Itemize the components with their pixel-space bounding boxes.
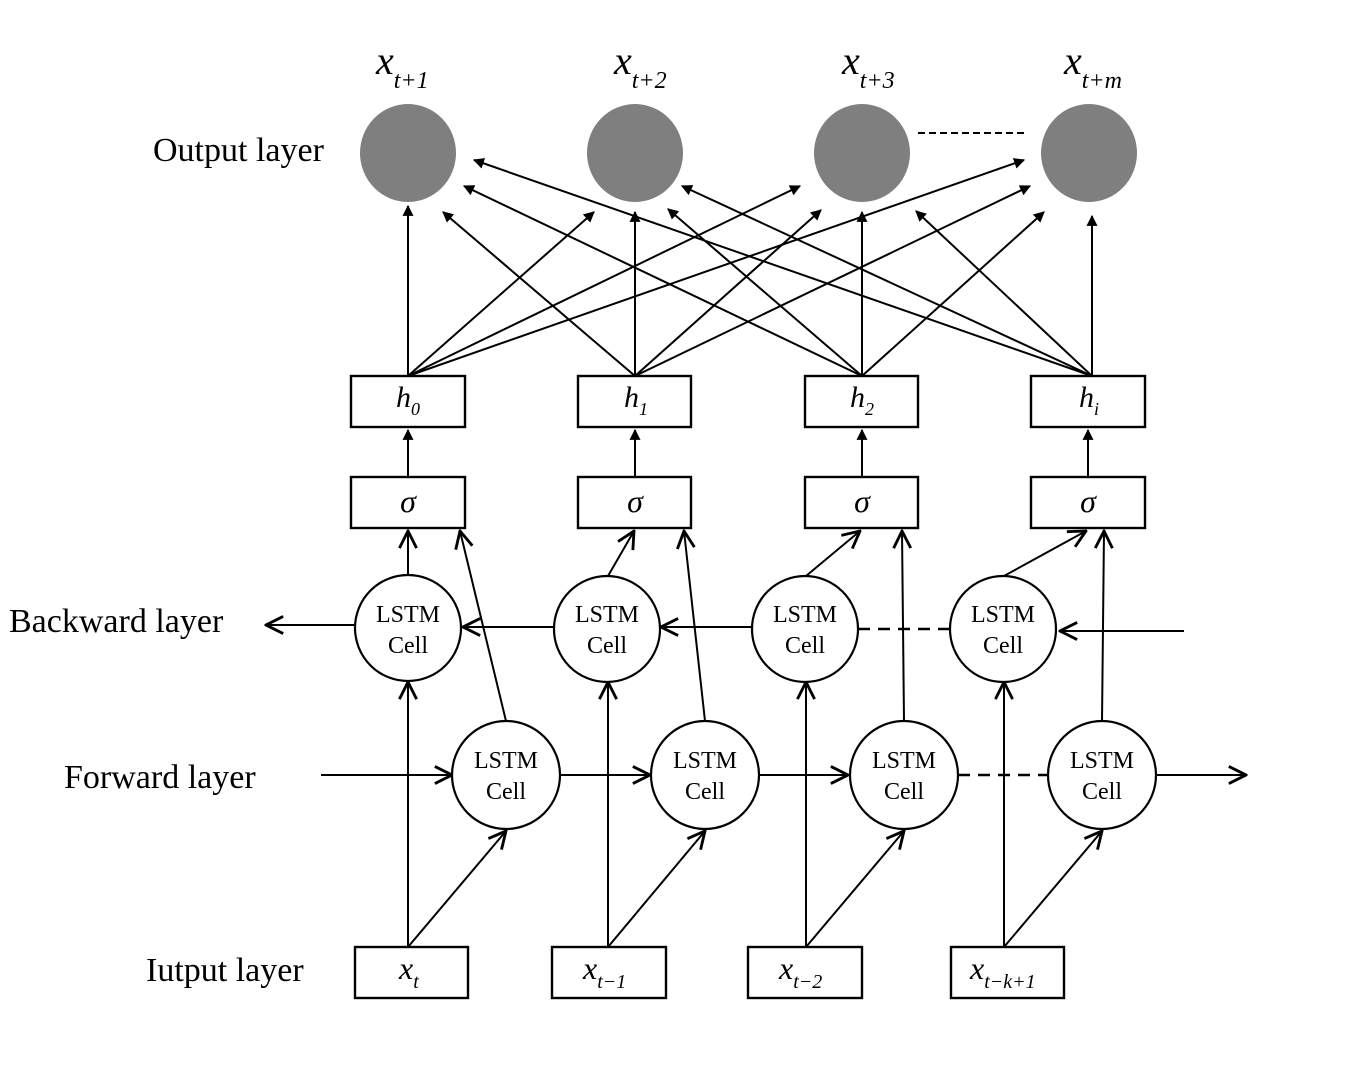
output-node-3 [814, 104, 910, 202]
sigma-label-i: σ [1080, 483, 1097, 519]
sigma-box-2 [803, 475, 920, 530]
backward-cell-2-line1: LSTM [575, 602, 639, 628]
forward-cell-3-line1: LSTM [872, 748, 936, 774]
input-box-k [949, 945, 1066, 1000]
sigma-label-0: σ [400, 483, 417, 519]
backward-cell-2-line2: Cell [587, 633, 627, 659]
hidden-label-2-sub: 2 [865, 399, 874, 419]
sigma-to-hidden-arrows [402, 428, 1094, 477]
hidden-label-1-sub: 1 [639, 399, 648, 419]
input-to-cell-arrows [408, 682, 1102, 948]
hidden-label-1: h1 [624, 381, 648, 419]
backward-cell-1: LSTM Cell [353, 573, 463, 683]
forward-cell-4-line2: Cell [1082, 779, 1122, 805]
forward-cell-1-line1: LSTM [474, 748, 538, 774]
forward-cell-2-line2: Cell [685, 779, 725, 805]
output-node-m [1041, 104, 1137, 202]
output-label-m-base: x [1063, 38, 1082, 83]
input-label-2: xt−2 [778, 950, 822, 993]
hidden-label-1-base: h [624, 381, 639, 414]
forward-cell-1-line2: Cell [486, 779, 526, 805]
input-label-2-base: x [778, 950, 793, 986]
backward-cell-3-line1: LSTM [773, 602, 837, 628]
forward-cell-4: LSTM Cell [1046, 719, 1158, 831]
hidden-label-i-sub: i [1094, 399, 1099, 419]
output-node-1 [360, 104, 456, 202]
backward-cell-2: LSTM Cell [552, 574, 662, 684]
backward-cell-3: LSTM Cell [750, 574, 860, 684]
output-label-3-sub: t+3 [860, 68, 895, 94]
backward-cell-4: LSTM Cell [948, 574, 1058, 684]
hidden-box-0 [349, 374, 467, 429]
hidden-label-0-sub: 0 [411, 399, 420, 419]
forward-cell-2-line1: LSTM [673, 748, 737, 774]
hidden-box-2 [803, 374, 920, 429]
hidden-label-0-base: h [396, 381, 411, 414]
output-label-m: xt+m [1063, 38, 1122, 94]
output-label-1-sub: t+1 [394, 68, 429, 94]
input-label-k: xt−k+1 [969, 950, 1036, 993]
input-box-2 [746, 945, 864, 1000]
backward-cell-3-line2: Cell [785, 633, 825, 659]
output-label-3-base: x [841, 38, 860, 83]
input-box-1 [550, 945, 668, 1000]
hidden-label-2-base: h [850, 381, 865, 414]
hidden-label-i-base: h [1079, 381, 1094, 414]
forward-cell-1: LSTM Cell [450, 719, 562, 831]
sigma-box-i [1029, 475, 1147, 530]
output-label-2: xt+2 [613, 38, 667, 94]
input-label-0-base: x [398, 950, 413, 986]
backward-flow-arrows [266, 625, 1184, 631]
backward-cell-1-line1: LSTM [376, 602, 440, 628]
forward-cell-3-line2: Cell [884, 779, 924, 805]
input-box-0 [353, 945, 470, 1000]
sigma-label-2: σ [854, 483, 871, 519]
hidden-to-output-connections [402, 158, 1098, 377]
hidden-label-i: hi [1079, 381, 1099, 419]
hidden-box-i [1029, 374, 1147, 429]
input-label-1-base: x [582, 950, 597, 986]
forward-cell-3: LSTM Cell [848, 719, 960, 831]
input-label-1: xt−1 [582, 950, 626, 993]
output-node-2 [587, 104, 683, 202]
input-label-0: xt [398, 950, 419, 993]
input-label-1-sub: t−1 [597, 971, 626, 993]
input-layer-label: Iutput layer [146, 952, 304, 989]
output-label-2-base: x [613, 38, 632, 83]
output-label-3: xt+3 [841, 38, 895, 94]
output-label-1-base: x [375, 38, 394, 83]
backward-cell-4-line1: LSTM [971, 602, 1035, 628]
input-label-2-sub: t−2 [793, 971, 822, 993]
forward-cell-4-line1: LSTM [1070, 748, 1134, 774]
input-label-0-sub: t [413, 971, 419, 993]
output-label-2-sub: t+2 [632, 68, 667, 94]
backward-cell-4-line2: Cell [983, 633, 1023, 659]
hidden-label-2: h2 [850, 381, 874, 419]
backward-layer-label: Backward layer [9, 603, 224, 640]
output-layer-label: Output layer [153, 132, 325, 169]
sigma-box-1 [576, 475, 693, 530]
sigma-label-1: σ [627, 483, 644, 519]
output-label-1: xt+1 [375, 38, 429, 94]
output-label-m-sub: t+m [1082, 68, 1122, 94]
forward-cell-2: LSTM Cell [649, 719, 761, 831]
input-label-k-base: x [969, 950, 984, 986]
sigma-box-0 [349, 475, 467, 530]
hidden-box-1 [576, 374, 693, 429]
input-label-k-sub: t−k+1 [984, 971, 1035, 993]
hidden-label-0: h0 [396, 381, 420, 419]
backward-cell-1-line2: Cell [388, 633, 428, 659]
cell-to-sigma-arrows [408, 531, 1104, 722]
forward-layer-label: Forward layer [64, 759, 256, 796]
